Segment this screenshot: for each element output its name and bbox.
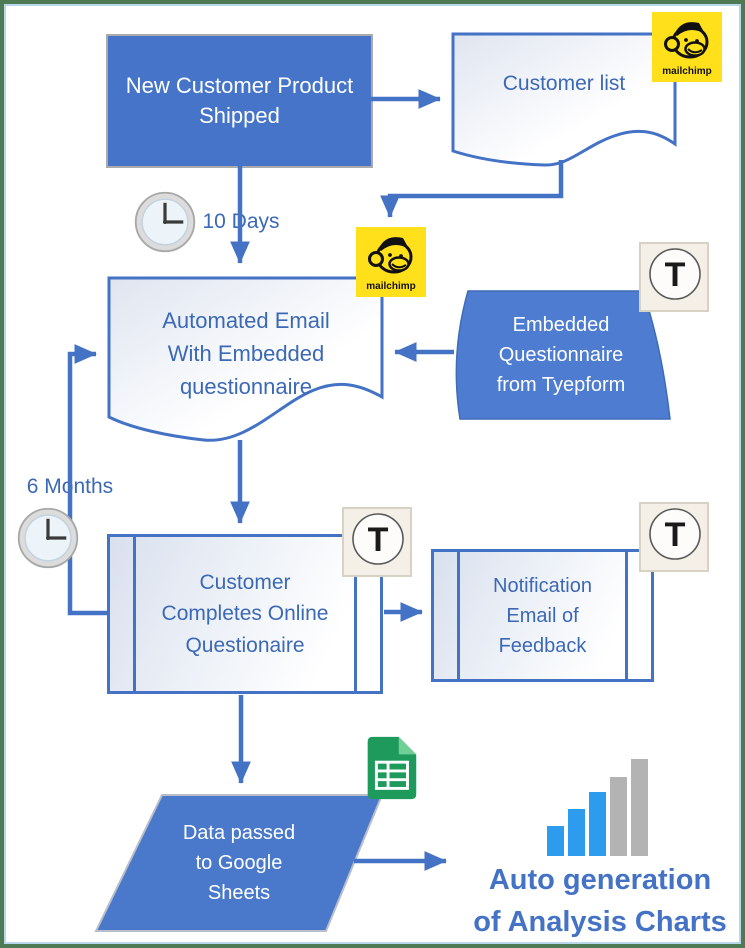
node-label: New Customer Product Shipped: [125, 73, 354, 128]
stored-data-shape: [455, 290, 671, 420]
typeform-letter: T: [368, 521, 389, 559]
typeform-icon: T: [639, 242, 709, 312]
node-label: Notification Email of Feedback: [493, 574, 592, 657]
predefined-process-line: [354, 537, 357, 691]
predefined-process-line: [625, 552, 628, 679]
typeform-letter: T: [665, 516, 686, 554]
node-customer-completes: Customer Completes Online Questionaire: [107, 534, 383, 694]
node-label: Embedded Questionnaire from Tyepform: [496, 314, 626, 396]
mailchimp-wordmark: mailchimp: [366, 281, 415, 292]
node-new-customer-product-shipped: New Customer Product Shipped: [106, 34, 373, 168]
clock-icon: [133, 190, 197, 254]
chart-bar: [610, 777, 627, 856]
node-label: Customer Completes Online Questionaire: [161, 570, 329, 657]
typeform-icon: T: [342, 507, 412, 577]
predefined-process-line: [457, 552, 460, 679]
parallelogram-shape: [94, 794, 384, 932]
node-typeform-questionnaire: Embedded Questionnaire from Tyepform: [451, 289, 672, 421]
node-notification-email: Notification Email of Feedback: [431, 549, 654, 682]
mailchimp-icon: mailchimp: [652, 12, 722, 82]
chart-bar: [568, 809, 585, 856]
node-customer-list: Customer list: [451, 32, 677, 169]
typeform-letter: T: [665, 256, 686, 294]
document-shape: [107, 276, 384, 442]
node-label: Data passed to Google Sheets: [182, 822, 296, 904]
node-data-to-sheets: Data passed to Google Sheets: [94, 794, 384, 933]
node-label: Automated Email With Embedded questionna…: [162, 307, 330, 399]
chart-bar: [589, 792, 606, 856]
predefined-process-line: [133, 537, 136, 691]
delay-label-10-days: 10 Days: [199, 206, 283, 238]
caption-line-1: Auto generation: [488, 864, 712, 896]
analysis-bar-chart-icon: [547, 756, 648, 856]
chart-bar: [547, 826, 564, 856]
clock-icon: [16, 506, 80, 570]
chart-bar: [631, 759, 648, 856]
mailchimp-icon: mailchimp: [356, 227, 426, 297]
delay-label-6-months: 6 Months: [19, 470, 121, 504]
node-automated-email: Automated Email With Embedded questionna…: [107, 276, 384, 446]
mailchimp-wordmark: mailchimp: [662, 66, 711, 77]
node-label: Customer list: [502, 72, 626, 96]
auto-charts-caption: Auto generation of Analysis Charts: [454, 859, 741, 943]
google-sheets-icon: [356, 734, 424, 802]
typeform-icon: T: [639, 502, 709, 572]
caption-line-2: of Analysis Charts: [473, 906, 727, 939]
